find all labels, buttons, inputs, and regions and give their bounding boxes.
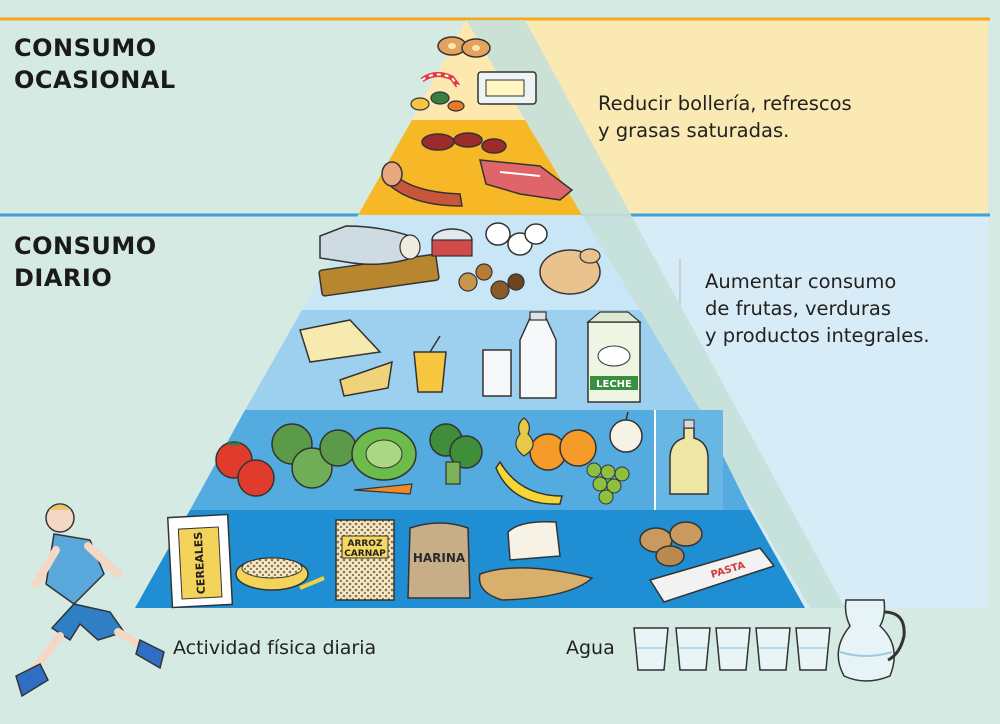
milk-carton-icon: LECHE [586,311,642,403]
bread-icon [478,520,594,601]
potatoes-icon [639,521,703,567]
wrapped-candies-icon [410,91,465,112]
daily-advice-line1: Aumentar consumo [705,270,897,293]
occasional-section-label: CONSUMO OCASIONAL [14,32,176,96]
steak-icon [479,159,574,201]
daily-label-line1: CONSUMO [14,232,157,260]
pasta-package-icon: PASTA [648,547,776,603]
cereal-bowl-icon [235,557,325,591]
water-glass-icon [633,627,669,671]
daily-label-line2: DIARIO [14,264,113,292]
milk-carton-label: LECHE [596,379,632,390]
rice-bag-label-2: CARNAP [344,549,386,559]
rice-bag-label-1: ARROZ [347,539,382,549]
nuts-legumes-icon [458,263,525,300]
cheese-wedge-icon [299,319,393,397]
occasional-label-line2: OCASIONAL [14,66,176,94]
pear-icon [515,417,534,457]
tier-cereals [135,510,805,608]
cereal-box-icon: CEREALES [166,513,234,609]
oranges-icon [529,429,597,471]
eggs-icon [485,222,548,256]
donuts-icon [437,36,491,58]
daily-advice-line3: y productos integrales. [705,324,930,347]
runner-icon [15,503,165,698]
water-caption: Agua [566,637,615,659]
water-pitcher-icon [837,599,906,682]
candy-cane-icon [420,72,460,88]
milk-glass-icon [482,349,512,397]
roast-chicken-icon [539,248,601,295]
bananas-icon [495,460,563,505]
flour-bag-icon: HARINA [407,522,471,599]
occasional-advice-line1: Reducir bollería, refrescos [598,92,852,115]
occasional-label-line1: CONSUMO [14,34,157,62]
water-glass-icon [675,627,711,671]
sausage-icon [381,161,463,207]
water-glass-icon [715,627,751,671]
occasional-advice: Reducir bollería, refrescos y grasas sat… [598,90,852,144]
water-glass-icon [755,627,791,671]
tuna-can-icon [431,228,473,257]
chorizo-icon [421,132,507,154]
lettuce-icon [351,427,417,481]
water-glass-icon [795,627,831,671]
carrot-icon [353,483,413,495]
occasional-advice-line2: y grasas saturadas. [598,119,790,142]
cereal-box-label: CEREALES [192,531,208,594]
milk-bottle-icon [519,311,557,399]
olive-oil-bottle-icon [669,419,709,495]
grapes-icon [586,462,630,505]
broccoli-icon [429,423,483,485]
daily-section-label: CONSUMO DIARIO [14,230,157,294]
artichokes-icon [271,423,357,489]
activity-caption: Actividad física diaria [173,637,377,659]
yogurt-cup-icon [413,335,447,393]
fish-on-board-icon [318,225,440,297]
rice-bag-icon: ARROZ CARNAP [335,519,395,601]
tomatoes-icon [215,441,275,497]
apple-icon [609,411,643,453]
pyramid-shadow [466,20,845,608]
daily-advice: Aumentar consumo de frutas, verduras y p… [705,268,930,349]
butter-dish-icon [477,71,537,105]
daily-advice-line2: de frutas, verduras [705,297,892,320]
flour-bag-label: HARINA [413,551,466,565]
